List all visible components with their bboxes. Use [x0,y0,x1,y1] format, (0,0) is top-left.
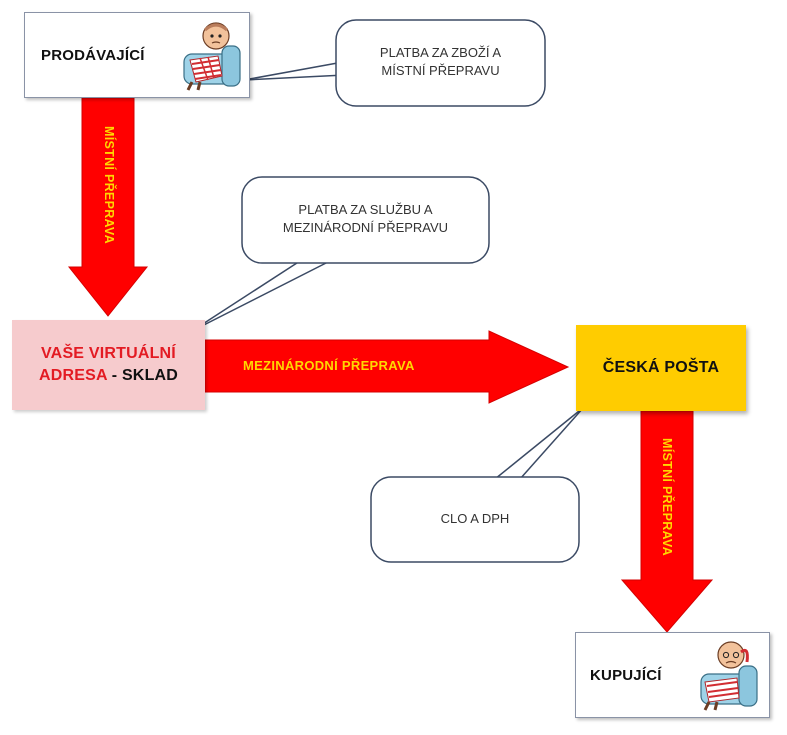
arrow-label-local-transport-top: MÍSTNÍ PŘEPRAVA [102,126,116,244]
warehouse-label-sklad: SKLAD [122,367,178,384]
seller-label: PRODÁVAJÍCÍ [41,47,145,64]
callout-goods-payment-line2: MÍSTNÍ PŘEPRAVU [336,62,545,80]
callout-customs-text: CLO A DPH [371,510,579,528]
buyer-label: KUPUJÍCÍ [590,667,662,684]
callout-goods-payment-text: PLATBA ZA ZBOŽÍ A MÍSTNÍ PŘEPRAVU [336,44,545,80]
warehouse-label-line1: VAŠE VIRTUÁLNÍ [39,343,178,365]
warehouse-label: VAŠE VIRTUÁLNÍ ADRESA - SKLAD [39,343,178,387]
czech-post-box: ČESKÁ POŠTA [576,325,746,411]
warehouse-label-address: ADRESA [39,367,107,384]
warehouse-box: VAŠE VIRTUÁLNÍ ADRESA - SKLAD [12,320,205,410]
callout-service-payment-line1: PLATBA ZA SLUŽBU A [242,201,489,219]
arrow-label-international-transport: MEZINÁRODNÍ PŘEPRAVA [243,358,415,373]
seller-person-icon [178,16,244,92]
warehouse-label-line2: ADRESA - SKLAD [39,365,178,387]
callout-service-payment-line2: MEZINÁRODNÍ PŘEPRAVU [242,219,489,237]
arrow-label-local-transport-bottom: MÍSTNÍ PŘEPRAVA [660,438,674,556]
callout-goods-payment-line1: PLATBA ZA ZBOŽÍ A [336,44,545,62]
warehouse-label-separator: - [107,367,122,384]
callout-service-payment-text: PLATBA ZA SLUŽBU A MEZINÁRODNÍ PŘEPRAVU [242,201,489,237]
czech-post-label: ČESKÁ POŠTA [603,359,720,377]
buyer-person-icon [695,636,761,712]
callout-customs [371,407,584,562]
